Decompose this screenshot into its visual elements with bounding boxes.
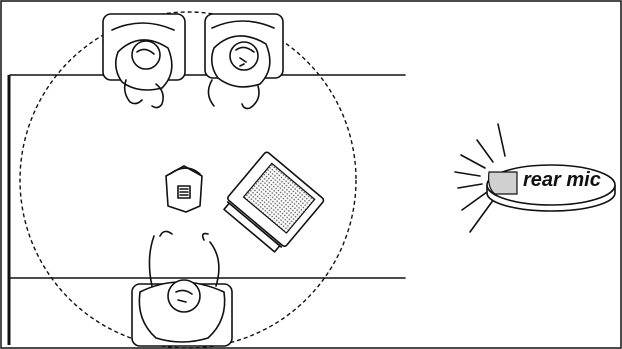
conference-phone-icon	[166, 166, 202, 212]
rear-mic-label: rear mic	[523, 169, 601, 191]
rear-mic-device-icon: rear mic	[487, 165, 615, 211]
seated-person-icon	[132, 231, 232, 346]
speakerphone-pod-icon	[220, 151, 325, 255]
seated-person-icon	[205, 14, 283, 109]
seated-person-icon	[103, 14, 185, 108]
rear-mic-button	[489, 172, 517, 194]
